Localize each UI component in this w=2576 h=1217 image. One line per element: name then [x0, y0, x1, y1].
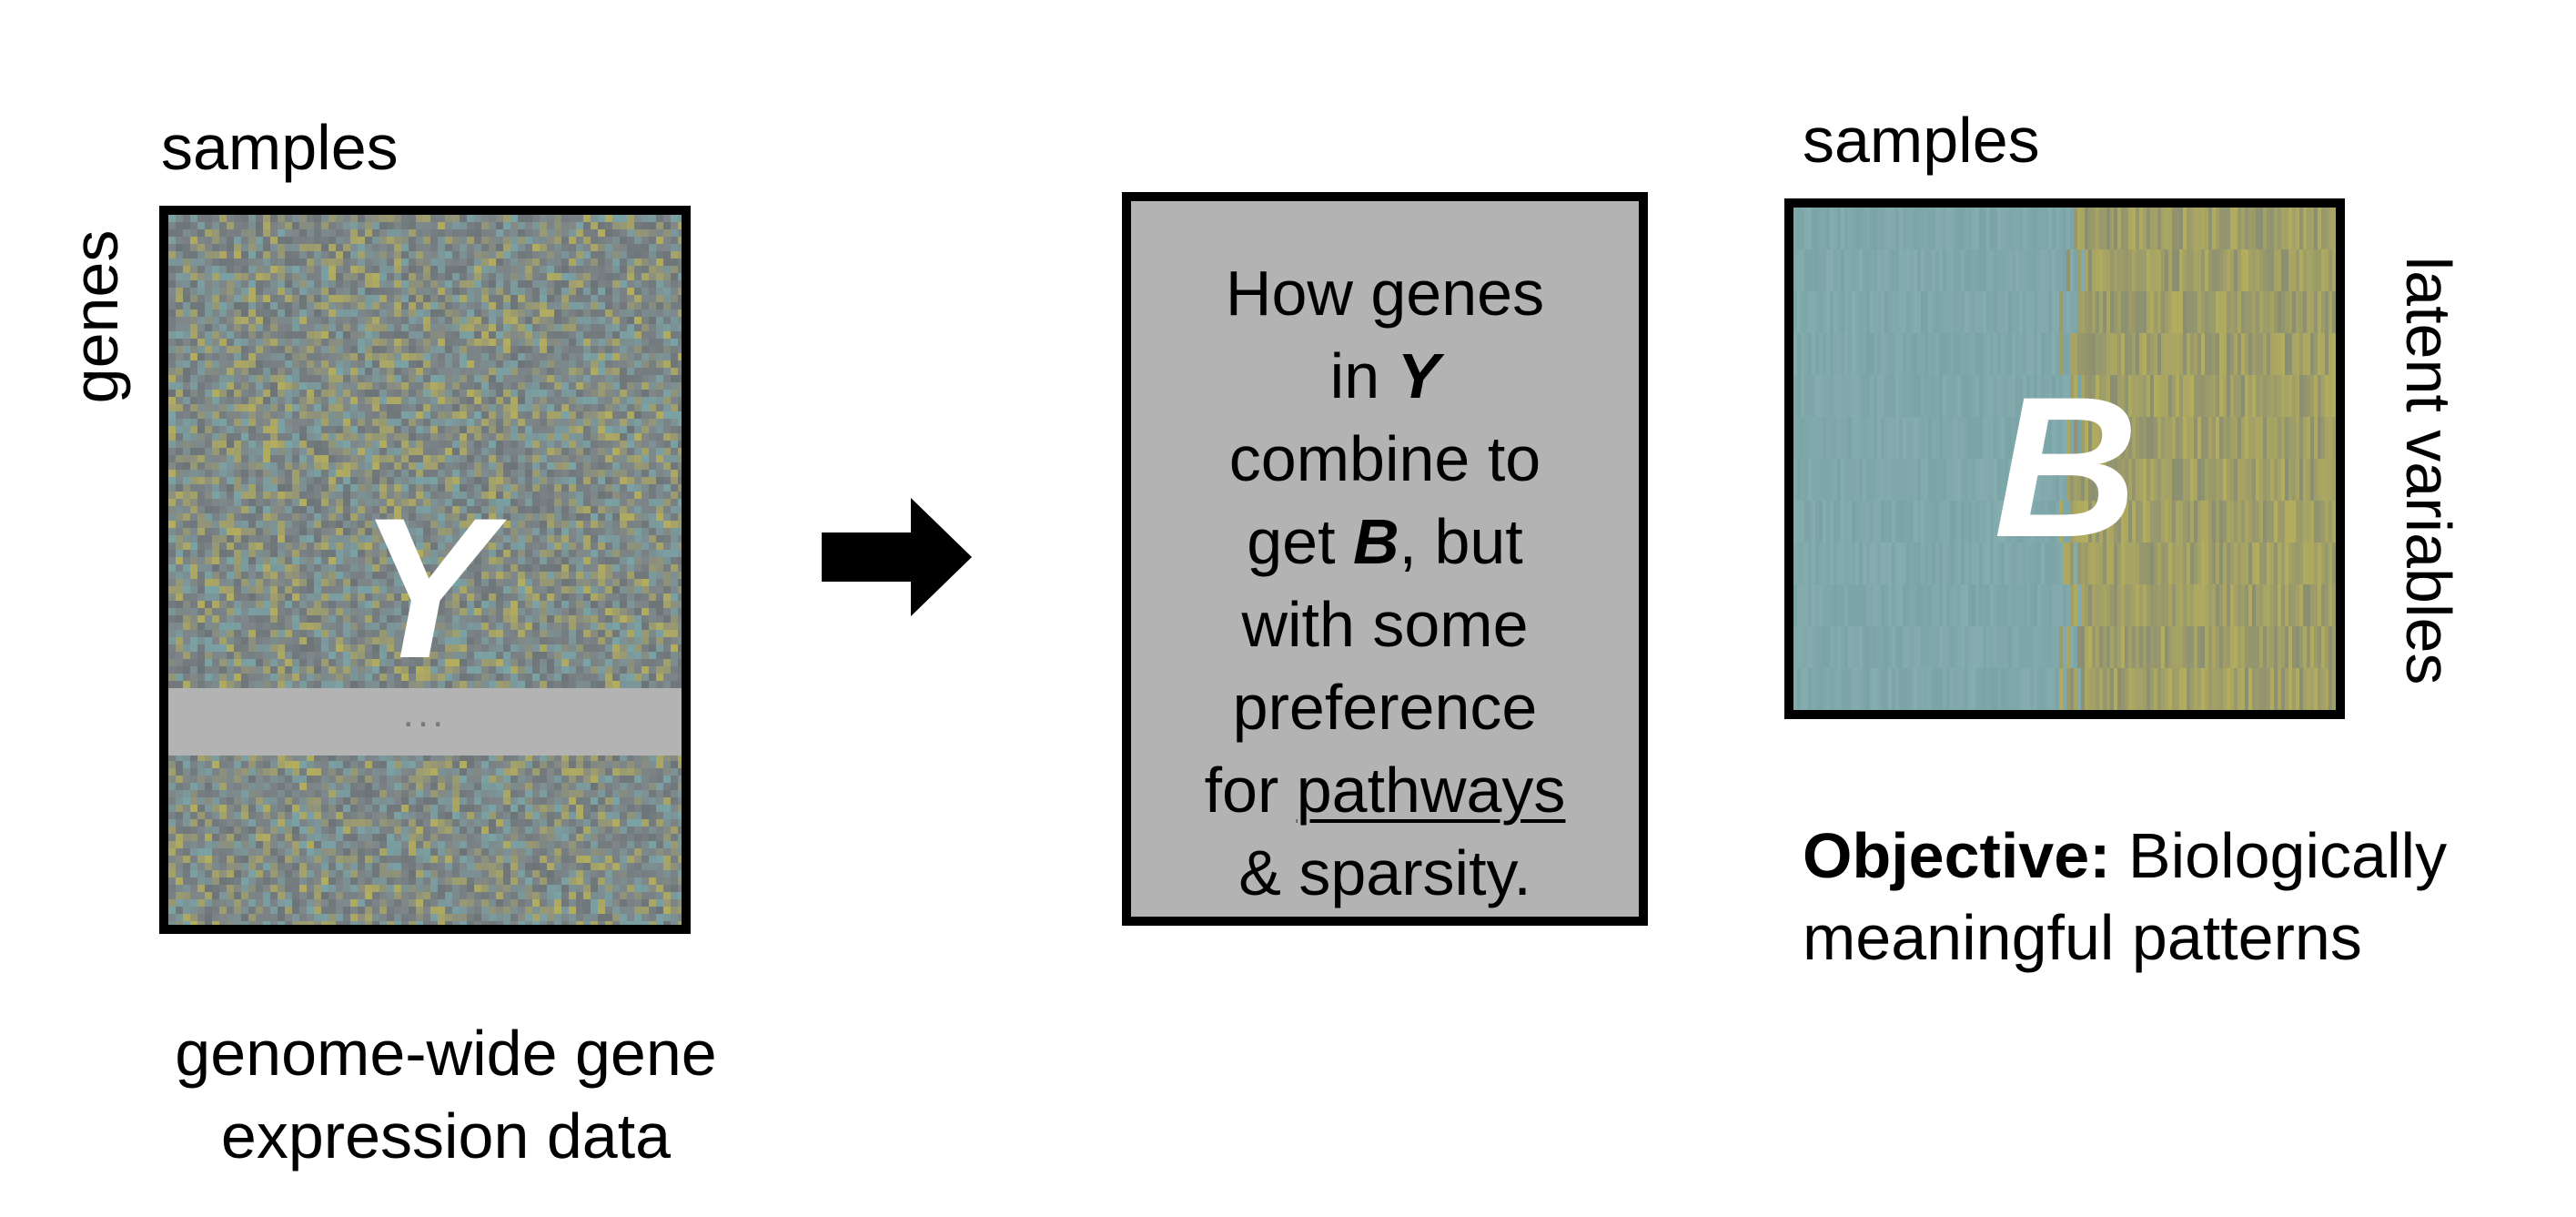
latent-variables-text: latent variables	[2393, 256, 2464, 685]
ellipsis-band: ...	[168, 688, 682, 756]
objective-line-1: Objective: Biologically	[1803, 815, 2447, 897]
matrix-y-letter: Y	[358, 476, 492, 700]
desc-line-5: with some	[1241, 589, 1529, 660]
desc-line-4-tail: , but	[1399, 506, 1523, 577]
left-caption: genome-wide gene expression data	[155, 1012, 737, 1178]
desc-var-y: Y	[1397, 340, 1440, 411]
desc-line-1: How genes	[1225, 258, 1545, 329]
matrix-b-letter: B	[1994, 355, 2138, 579]
desc-line-8: & sparsity.	[1238, 837, 1531, 908]
right-arrow-icon	[822, 498, 972, 616]
desc-var-b: B	[1352, 506, 1399, 577]
desc-line-7-text: for	[1204, 755, 1297, 826]
desc-line-7: for pathways	[1131, 749, 1639, 832]
pathways-underlined: pathways	[1296, 755, 1566, 826]
left-samples-label: samples	[161, 112, 399, 183]
genes-label-text: genes	[60, 229, 131, 404]
caption-line-2: expression data	[220, 1100, 672, 1171]
gene-expression-matrix-y: Y ...	[159, 206, 691, 934]
objective-statement: Objective: Biologically meaningful patte…	[1803, 815, 2447, 979]
desc-line-4-text: get	[1247, 506, 1353, 577]
objective-line-2: meaningful patterns	[1803, 902, 2362, 973]
desc-line-3: combine to	[1228, 423, 1541, 494]
latent-variable-matrix-b: B	[1784, 198, 2345, 719]
latent-variables-axis-label: latent variables	[2388, 238, 2470, 703]
caption-line-1: genome-wide gene	[175, 1018, 717, 1089]
desc-line-2-text: in	[1329, 340, 1398, 411]
right-samples-label: samples	[1803, 105, 2040, 176]
genes-axis-label: genes	[55, 221, 136, 412]
desc-line-4: get B, but	[1131, 501, 1639, 583]
objective-label: Objective:	[1803, 820, 2111, 891]
desc-line-6: preference	[1232, 672, 1538, 743]
objective-text: Biologically	[2110, 820, 2448, 891]
method-description-text: How genes in Y combine to get B, but wit…	[1131, 252, 1639, 915]
ellipsis-text: ...	[402, 691, 448, 735]
desc-line-2: in Y	[1131, 335, 1639, 418]
b-heatmap-texture	[1793, 208, 2336, 710]
method-description-box: How genes in Y combine to get B, but wit…	[1122, 192, 1648, 926]
